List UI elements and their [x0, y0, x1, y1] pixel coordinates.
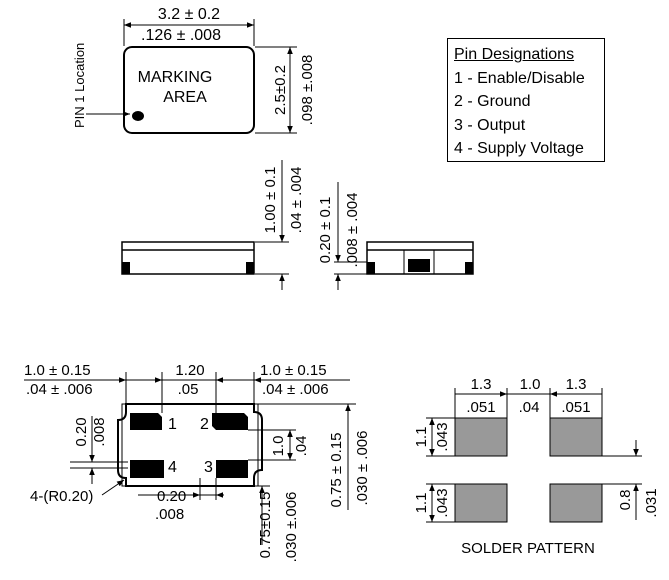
side-pad-left — [122, 262, 130, 274]
pin3-number: 3 — [204, 459, 213, 476]
right-width-in: .04 ± .006 — [262, 381, 329, 398]
solder-pad-h1-mm: 1.1 — [413, 427, 430, 448]
height-mm: 2.5±0.2 — [272, 65, 289, 115]
solder-pad-bottom-left — [454, 483, 508, 523]
legend-title: Pin Designations — [454, 46, 575, 63]
bottom-pad-3 — [216, 460, 248, 478]
side-view-left: 1.00 ± 0.1 .04 ± .004 — [121, 160, 305, 290]
solder-pad-w2-mm: 1.3 — [566, 376, 587, 393]
center-width-in: .05 — [178, 381, 199, 398]
legend-item: 1 - Enable/Disable — [454, 69, 585, 87]
side-pad-right — [246, 262, 254, 274]
pin4-number: 4 — [168, 459, 177, 476]
solder-pad-top-left — [454, 417, 508, 457]
bottom-mm: 0.75±0.15 — [257, 492, 274, 559]
solder-vgap-mm: 0.8 — [617, 490, 634, 511]
bottom-pad-4 — [130, 460, 164, 478]
gap-h-mm: 0.20 — [157, 488, 186, 505]
solder-gap-mm: 1.0 — [520, 376, 541, 393]
height-in: .098 ±.008 — [299, 55, 316, 126]
package-outline-top — [123, 46, 255, 134]
width-mm: 3.2 ± 0.2 — [158, 6, 220, 23]
bottom-view: 1 2 4 3 1.0 ± 0.15 .04 ± .006 1.20 .05 1… — [24, 362, 371, 562]
solder-pad-bottom-right — [549, 483, 603, 523]
left-width-mm: 1.0 ± 0.15 — [24, 362, 91, 379]
center-width-mm: 1.20 — [175, 362, 204, 379]
pad-height-mm: 0.20 ± 0.1 — [317, 197, 334, 264]
solder-pad-top-right — [549, 417, 603, 457]
bottom-in: .030 ±.006 — [283, 492, 300, 563]
legend-item: 3 - Output — [454, 116, 526, 134]
edge-mm: 0.75 ± 0.15 — [328, 433, 345, 508]
thickness-in: .04 ± .004 — [288, 167, 305, 234]
gap-v-in: .008 — [91, 417, 108, 446]
pad-height-in: .008 ± .004 — [344, 193, 361, 268]
right-width-mm: 1.0 ± 0.15 — [260, 362, 327, 379]
edge-in: .030 ± .006 — [354, 431, 371, 506]
radius-leader — [101, 479, 125, 496]
thickness-mm: 1.00 ± 0.1 — [262, 167, 279, 234]
pin1-dot — [132, 111, 144, 121]
pin1-number: 1 — [168, 416, 177, 433]
solder-vgap-in: .031 — [643, 488, 660, 517]
solder-pad-h2-in: .043 — [434, 488, 451, 517]
pin-designations-legend: Pin Designations 1 - Enable/Disable 2 - … — [447, 38, 605, 162]
radius-label: 4-(R0.20) — [30, 488, 93, 505]
gap-v-mm: 0.20 — [73, 417, 90, 446]
left-width-in: .04 ± .006 — [26, 381, 93, 398]
solder-pattern: 1.3 1.0 1.3 .051 .04 .051 1.1 .043 1.1 .… — [413, 376, 660, 557]
side-center-pad — [408, 259, 430, 272]
solder-pad-w-mm: 1.3 — [471, 376, 492, 393]
bottom-pad-1 — [130, 413, 162, 430]
solder-pad-h1-in: .043 — [434, 422, 451, 451]
marking-line1: MARKING — [138, 69, 213, 86]
solder-pad-w-in: .051 — [466, 399, 495, 416]
solder-gap-in: .04 — [519, 399, 540, 416]
legend-item: 2 - Ground — [454, 93, 531, 110]
pin2-number: 2 — [200, 416, 209, 433]
gap-h-in: .008 — [155, 506, 184, 523]
pad-h-mm: 1.0 — [270, 436, 287, 457]
side-view-right: 0.20 ± 0.1 .008 ± .004 — [317, 182, 474, 290]
bottom-pad-2 — [212, 413, 248, 430]
pad-h-in: .04 — [293, 436, 310, 457]
pin1-location-label: PIN 1 Location — [72, 43, 87, 128]
solder-pattern-caption: SOLDER PATTERN — [461, 540, 595, 557]
width-in: .126 ± .008 — [141, 27, 221, 44]
marking-line2: AREA — [163, 89, 207, 106]
legend-item: 4 - Supply Voltage — [454, 140, 584, 157]
solder-pad-h2-mm: 1.1 — [413, 493, 430, 514]
solder-pad-w2-in: .051 — [561, 399, 590, 416]
top-view: MARKING AREA 3.2 ± 0.2 .126 ± .008 2.5±0… — [72, 6, 316, 134]
